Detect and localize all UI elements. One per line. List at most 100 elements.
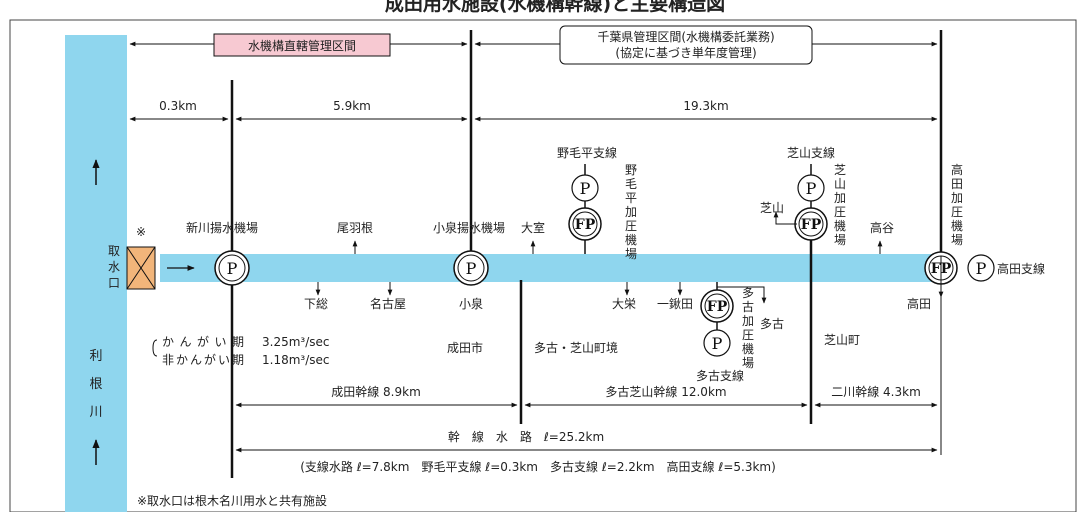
svg-text:P: P <box>976 259 987 278</box>
nogehira-station-label: 野 毛 平 加 圧 機 場 <box>625 163 637 261</box>
shibayama-branch-label: 芝山支線 <box>787 145 835 160</box>
zone2-label-line1: 千葉県管理区間(水機構委託業務) <box>597 29 774 44</box>
place-omuro: 大室 <box>521 220 545 235</box>
svg-text:P: P <box>466 259 477 278</box>
taga-station-char-1: 多 <box>742 286 754 300</box>
main-canal-band <box>160 254 942 282</box>
shibayama-station-char-3: 加 <box>834 191 846 205</box>
svg-text:P: P <box>712 334 723 353</box>
boundary-taga-shibayama: 多古・芝山町境 <box>534 340 618 355</box>
takada-station-label: 高 田 加 圧 機 場 <box>951 162 963 247</box>
trunk-futakawa-label: 二川幹線 4.3km <box>831 384 921 399</box>
shibayama-station-label: 芝 山 加 圧 機 場 <box>834 162 846 247</box>
intake-cross-2 <box>126 246 156 290</box>
taga-station-char-4: 圧 <box>742 328 754 342</box>
takada-station-char-5: 機 <box>951 218 963 233</box>
place-taga: 多古 <box>760 316 784 331</box>
shibayama-station-char-5: 機 <box>834 218 846 233</box>
river-label-char-3: 川 <box>89 405 102 420</box>
takada-station-char-6: 場 <box>951 233 963 247</box>
nogehira-pump-icon: P <box>571 174 599 202</box>
main-canal-label: 幹 線 水 路 ℓ=25.2km <box>448 429 604 444</box>
diagram-title: 成田用水施設(水機構幹線)と主要構造図 <box>385 0 725 15</box>
place-shibayama: 芝山 <box>760 200 784 215</box>
intake-label-char-1: 取 <box>108 244 120 258</box>
flow-irrigation-label: かんがい期 <box>162 334 244 349</box>
taga-pump-icon: P <box>703 329 731 357</box>
intake-label-char-2: 水 <box>108 260 120 274</box>
shinkawa-station-label: 新川揚水機場 <box>186 220 258 235</box>
nogehira-station-char-1: 野 <box>625 163 637 177</box>
intake-mark: ※ <box>136 225 146 239</box>
svg-text:P: P <box>580 179 591 198</box>
trunk-taga-shibayama-label: 多古芝山幹線 12.0km <box>605 384 726 399</box>
taga-fp-icon: FP <box>700 289 734 323</box>
takada-station-char-1: 高 <box>951 162 963 177</box>
trunk-narita-label: 成田幹線 8.9km <box>331 384 421 399</box>
place-daiei: 大栄 <box>612 297 636 311</box>
flow-non-irrigation-label: 非かんがい期 <box>162 352 244 367</box>
shibayama-station-char-6: 場 <box>834 233 846 247</box>
svg-text:P: P <box>806 179 817 198</box>
intake-label-char-3: 口 <box>108 276 120 290</box>
koizumi-pump-icon: P <box>453 250 489 286</box>
takada-branch-label: 高田支線 <box>997 261 1045 276</box>
intake-footnote: ※取水口は根木名川用水と共有施設 <box>137 493 327 508</box>
flow-brace <box>152 339 158 357</box>
nogehira-station-char-7: 場 <box>625 247 637 261</box>
nogehira-station-char-4: 加 <box>625 205 637 219</box>
river-label-char-2: 根 <box>89 377 102 392</box>
takada-pump-icon: P <box>967 254 995 282</box>
taga-branch-label: 多古支線 <box>696 368 744 383</box>
diagram-frame <box>9 19 1077 512</box>
svg-text:FP: FP <box>801 217 822 233</box>
intake-label: 取 水 口 <box>108 244 120 290</box>
nogehira-fp-icon: FP <box>568 207 602 241</box>
nogehira-branch-label: 野毛平支線 <box>557 145 617 160</box>
distance-label-3: 19.3km <box>683 99 728 113</box>
taga-outlet-arrow <box>717 286 767 304</box>
flow-non-irrigation-value: 1.18m³/sec <box>262 353 330 367</box>
place-shimousa: 下総 <box>304 297 328 311</box>
nogehira-station-char-5: 圧 <box>625 219 637 233</box>
svg-text:FP: FP <box>575 217 596 233</box>
nogehira-station-char-6: 機 <box>625 232 637 247</box>
zone1-label: 水機構直轄管理区間 <box>248 38 356 53</box>
distance-label-1: 0.3km <box>159 99 197 113</box>
place-obane: 尾羽根 <box>337 221 373 235</box>
zone2-box <box>559 25 813 65</box>
shibayama-station-char-1: 芝 <box>834 162 846 177</box>
taga-station-char-6: 場 <box>742 356 754 370</box>
river-label: 利 根 川 <box>89 349 102 420</box>
shibayama-station-char-4: 圧 <box>834 205 846 219</box>
taga-station-label: 多 古 加 圧 機 場 <box>742 286 754 370</box>
nogehira-station-char-2: 毛 <box>625 177 637 191</box>
shibayama-outlet-arrow <box>773 211 797 225</box>
shibayama-pump-icon: P <box>797 174 825 202</box>
boundary-narita: 成田市 <box>447 340 483 355</box>
takada-station-char-2: 田 <box>951 177 963 191</box>
place-koizumi: 小泉 <box>459 297 483 311</box>
zone2-label-line2: (協定に基づき単年度管理) <box>615 45 756 60</box>
shibayama-fp-icon: FP <box>794 207 828 241</box>
takada-station-char-3: 加 <box>951 191 963 205</box>
river-label-char-1: 利 <box>89 349 102 364</box>
shinkawa-pump-icon: P <box>214 250 250 286</box>
distance-label-2: 5.9km <box>333 99 371 113</box>
boundary-shibayama-town: 芝山町 <box>824 332 860 347</box>
zone1-box <box>213 33 391 57</box>
taga-station-char-5: 機 <box>742 341 754 356</box>
koizumi-station-label: 小泉揚水機場 <box>433 220 505 235</box>
svg-text:FP: FP <box>707 299 728 315</box>
place-takada: 高田 <box>907 296 931 311</box>
branch-summary: (支線水路 ℓ=7.8km 野毛平支線 ℓ=0.3km 多古支線 ℓ=2.2km… <box>300 459 776 474</box>
place-ichikuwada: 一鍬田 <box>657 296 693 311</box>
taga-station-char-3: 加 <box>742 314 754 328</box>
place-nagoya: 名古屋 <box>370 296 406 311</box>
nogehira-station-char-3: 平 <box>625 191 637 205</box>
river-band <box>65 35 127 512</box>
taga-station-char-2: 古 <box>742 299 754 314</box>
flow-irrigation-value: 3.25m³/sec <box>262 335 330 349</box>
shibayama-station-char-2: 山 <box>834 177 846 191</box>
